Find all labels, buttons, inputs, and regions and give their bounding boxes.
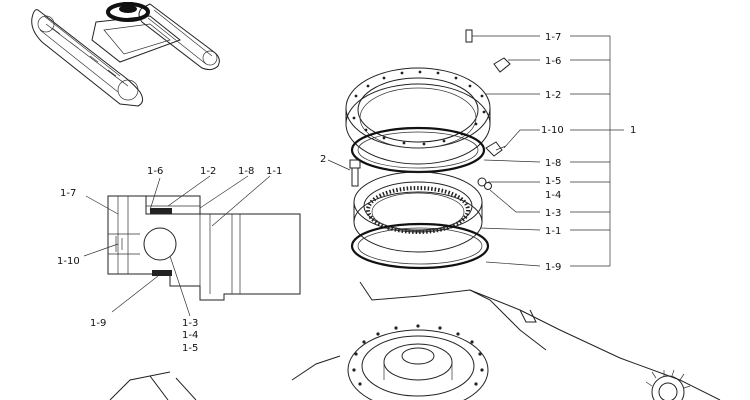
callout-1-5: 1-5	[545, 176, 561, 187]
detail-callout-1-10: 1-10	[57, 256, 80, 267]
cross-section-detail	[83, 175, 301, 317]
detail-callout-1-5: 1-5	[182, 343, 198, 354]
callout-1: 1	[630, 125, 636, 136]
callout-1-4: 1-4	[545, 190, 561, 201]
lower-seal-ring	[350, 222, 490, 270]
bearing-inner-ring	[353, 171, 483, 253]
leader-lines	[327, 35, 624, 267]
detail-callout-1-8: 1-8	[238, 166, 254, 177]
pin-part-1-7	[465, 29, 473, 43]
seal-ring	[350, 126, 486, 174]
callout-1-7: 1-7	[545, 32, 561, 43]
lower-frame-turntable	[109, 281, 721, 400]
detail-callout-1-7: 1-7	[60, 188, 76, 199]
callout-1-2: 1-2	[545, 90, 561, 101]
grease-fitting-1-10	[485, 141, 507, 157]
callout-2: 2	[320, 154, 326, 165]
detail-callout-1-4: 1-4	[182, 330, 198, 341]
callout-1-10: 1-10	[541, 125, 564, 136]
detail-callout-1-6: 1-6	[147, 166, 163, 177]
callout-1-1: 1-1	[545, 226, 561, 237]
callout-1-9: 1-9	[545, 262, 561, 273]
ball-parts	[477, 177, 492, 190]
detail-callout-1-3: 1-3	[182, 318, 198, 329]
plug-part-1-6	[493, 57, 511, 73]
detail-callout-1-1: 1-1	[266, 166, 282, 177]
callout-1-3: 1-3	[545, 208, 561, 219]
detail-callout-1-9: 1-9	[90, 318, 106, 329]
detail-callout-1-2: 1-2	[200, 166, 216, 177]
callout-1-6: 1-6	[545, 56, 561, 67]
bolt-part-2	[349, 159, 361, 187]
callout-1-8: 1-8	[545, 158, 561, 169]
undercarriage-thumbnail	[31, 2, 220, 107]
bearing-outer-ring	[345, 67, 491, 165]
